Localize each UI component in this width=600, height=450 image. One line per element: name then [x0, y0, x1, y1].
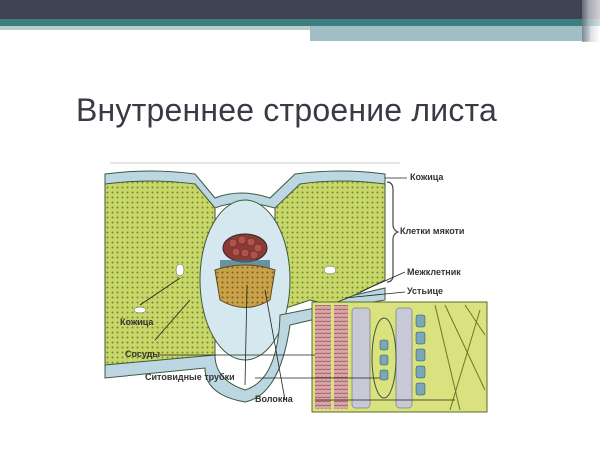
label-vessels: Сосуды — [125, 349, 161, 359]
slide-title: Внутреннее строение листа — [76, 92, 498, 128]
label-epidermis-bottom: Кожица — [120, 317, 154, 327]
label-intercellular-space: Межклетник — [407, 267, 461, 277]
label-epidermis-top: Кожица — [410, 172, 444, 182]
header-bar — [0, 0, 600, 19]
label-sieve-tubes: Ситовидные трубки — [145, 372, 235, 382]
header-light-line — [0, 26, 310, 30]
leaf-illustration — [104, 162, 488, 413]
header-accent-box — [310, 26, 590, 41]
label-mesophyll: Клетки мякоти — [400, 226, 465, 236]
label-fibers: Волокна — [255, 394, 293, 404]
label-stoma: Устьице — [407, 286, 444, 296]
header-edge-fade — [582, 0, 600, 42]
header-teal-band — [0, 19, 600, 26]
leaf-cross-section-diagram: Кожица Клетки мякоти Межклетник Устьице … — [100, 160, 500, 420]
